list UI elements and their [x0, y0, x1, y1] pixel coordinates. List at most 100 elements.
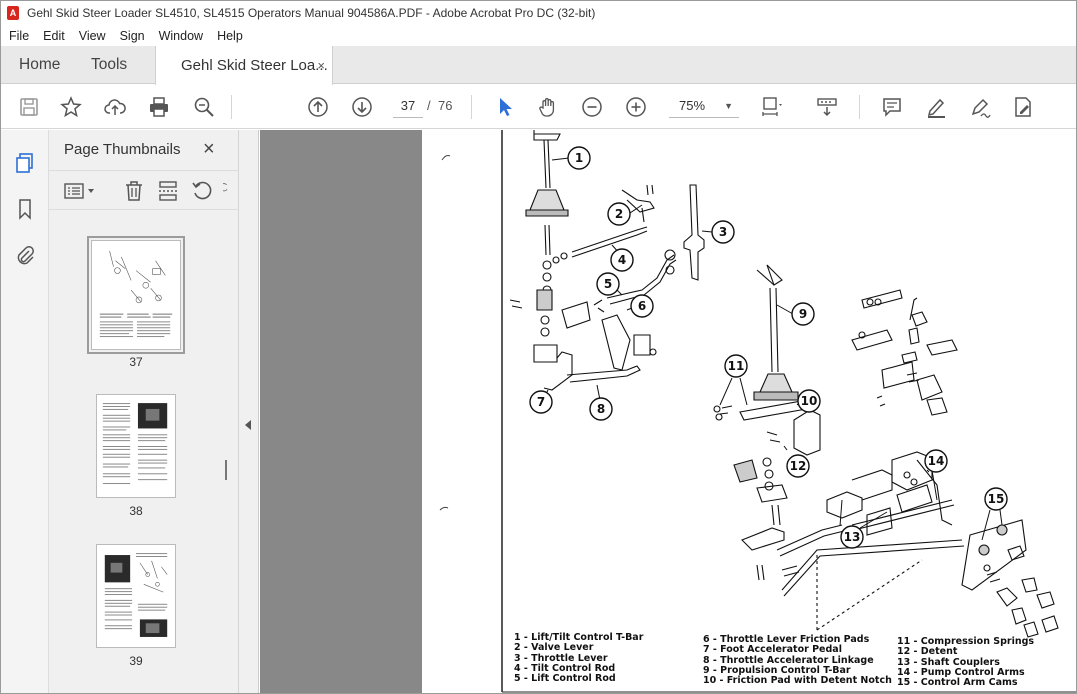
window-title: Gehl Skid Steer Loader SL4510, SL4515 Op… [27, 6, 596, 20]
legend-column-1: 1 - Lift/Tilt Control T-Bar 2 - Valve Le… [514, 632, 644, 685]
svg-text:10: 10 [801, 394, 818, 408]
tab-close-icon[interactable]: × [317, 58, 325, 73]
legend-item: 15 - Control Arm Cams [897, 677, 1018, 689]
legend-item: 2 - Valve Lever [514, 642, 594, 654]
tab-document-label: Gehl Skid Steer Loa... [181, 57, 328, 74]
select-cursor-icon[interactable] [493, 95, 517, 119]
thumbnail-label-38: 38 [129, 504, 143, 518]
more-tools-icon[interactable] [223, 180, 233, 202]
bookmarks-icon[interactable] [14, 198, 36, 220]
thumbnail-label-37: 37 [129, 355, 143, 369]
rotate-page-icon[interactable] [191, 180, 213, 202]
menu-bar: File Edit View Sign Window Help [1, 25, 1076, 46]
menu-window[interactable]: Window [158, 28, 204, 43]
callout-5: 5 [596, 272, 623, 296]
zoom-in-icon[interactable] [624, 95, 648, 119]
legend-item: 9 - Propulsion Control T-Bar [703, 664, 851, 676]
sign-pen-icon[interactable] [968, 95, 992, 119]
acrobat-app-icon: A [7, 6, 19, 20]
thumbnails-scrollbar-thumb[interactable] [225, 460, 227, 480]
cloud-upload-icon[interactable] [103, 95, 127, 119]
save-icon[interactable] [17, 95, 41, 119]
svg-text:13: 13 [844, 530, 861, 544]
callout-8: 8 [589, 384, 613, 421]
highlight-pen-icon[interactable] [924, 95, 948, 119]
tab-home[interactable]: Home [19, 56, 61, 73]
page-number-input[interactable]: 37 [393, 94, 423, 118]
thumbnail-options-icon[interactable] [63, 180, 99, 202]
callout-15: 15 [981, 487, 1008, 541]
callout-1: 1 [551, 146, 591, 170]
menu-sign[interactable]: Sign [119, 28, 145, 43]
callout-13: 13 [839, 499, 888, 549]
svg-text:4: 4 [618, 253, 626, 267]
legend-item: 10 - Friction Pad with Detent Notch [703, 675, 892, 687]
legend-column-3: 11 - Compression Springs 12 - Detent 13 … [897, 636, 1034, 689]
thumbnails-toolbar [49, 170, 239, 210]
panel-collapse-handle[interactable] [239, 130, 259, 693]
legend-item: 13 - Shaft Couplers [897, 656, 1000, 668]
page-thumbnails-icon[interactable] [14, 152, 36, 174]
callout-2: 2 [607, 202, 643, 226]
callout-6: 6 [626, 294, 654, 318]
zoom-search-icon[interactable] [192, 95, 216, 119]
fill-sign-icon[interactable] [1011, 95, 1035, 119]
menu-view[interactable]: View [78, 28, 106, 43]
legend-item: 1 - Lift/Tilt Control T-Bar [514, 632, 644, 643]
left-navigation-rail [1, 130, 49, 693]
zoom-level-select[interactable]: 75% ▼ [669, 94, 739, 118]
svg-text:7: 7 [537, 395, 545, 409]
callout-14: 14 [924, 449, 948, 501]
zoom-out-icon[interactable] [580, 95, 604, 119]
attachments-paperclip-icon[interactable] [14, 244, 36, 266]
pdf-page: 1 2 3 4 5 6 7 8 9 10 11 12 13 14 15 [422, 130, 1076, 693]
svg-text:11: 11 [728, 359, 745, 373]
print-icon[interactable] [147, 95, 171, 119]
next-page-icon[interactable] [350, 95, 374, 119]
collapse-arrow-icon [245, 420, 251, 430]
tab-document[interactable]: Gehl Skid Steer Loa... × [155, 46, 333, 85]
toolbar-divider [471, 95, 472, 119]
callout-11: 11 [719, 354, 748, 406]
svg-text:1: 1 [575, 151, 583, 165]
page-fit-icon[interactable] [759, 95, 783, 119]
legend-item: 3 - Throttle Lever [514, 652, 608, 664]
parts-diagram: 1 2 3 4 5 6 7 8 9 10 11 12 13 14 15 [439, 130, 1076, 693]
page-thumbnail-38[interactable] [96, 394, 176, 498]
tab-bar: Home Tools Gehl Skid Steer Loa... × [1, 46, 1076, 85]
page-thumbnail-37[interactable] [87, 236, 185, 354]
delete-page-icon[interactable] [123, 180, 145, 202]
thumbnails-scrollbar[interactable] [219, 222, 233, 692]
chevron-down-icon: ▼ [724, 101, 733, 111]
callout-10: 10 [796, 389, 821, 413]
previous-page-icon[interactable] [306, 95, 330, 119]
svg-text:14: 14 [928, 454, 945, 468]
callout-7: 7 [529, 389, 553, 414]
extract-page-icon[interactable] [157, 180, 179, 202]
legend-item: 7 - Foot Accelerator Pedal [703, 644, 842, 656]
legend-column-2: 6 - Throttle Lever Friction Pads 7 - Foo… [703, 634, 892, 687]
menu-help[interactable]: Help [217, 28, 243, 43]
comment-icon[interactable] [880, 95, 904, 119]
tab-tools[interactable]: Tools [91, 56, 128, 73]
svg-text:8: 8 [597, 402, 605, 416]
hand-tool-icon[interactable] [536, 95, 560, 119]
svg-text:15: 15 [988, 492, 1005, 506]
menu-file[interactable]: File [9, 28, 30, 43]
bookmark-star-icon[interactable] [59, 95, 83, 119]
total-pages: 76 [438, 98, 453, 113]
panel-close-icon[interactable]: × [203, 138, 215, 160]
svg-text:5: 5 [604, 277, 612, 291]
document-view[interactable]: 1 2 3 4 5 6 7 8 9 10 11 12 13 14 15 [260, 130, 1076, 693]
scroll-mode-icon[interactable] [815, 95, 839, 119]
legend-item: 5 - Lift Control Rod [514, 673, 616, 685]
thumbnail-label-39: 39 [129, 654, 143, 668]
zoom-level-value: 75% [679, 98, 706, 113]
main-toolbar: 37 / 76 75% ▼ [1, 85, 1076, 129]
callout-3: 3 [701, 220, 735, 244]
legend-item: 14 - Pump Control Arms [897, 666, 1025, 678]
menu-edit[interactable]: Edit [43, 28, 65, 43]
legend-item: 4 - Tilt Control Rod [514, 662, 616, 674]
page-thumbnail-39[interactable] [96, 544, 176, 648]
